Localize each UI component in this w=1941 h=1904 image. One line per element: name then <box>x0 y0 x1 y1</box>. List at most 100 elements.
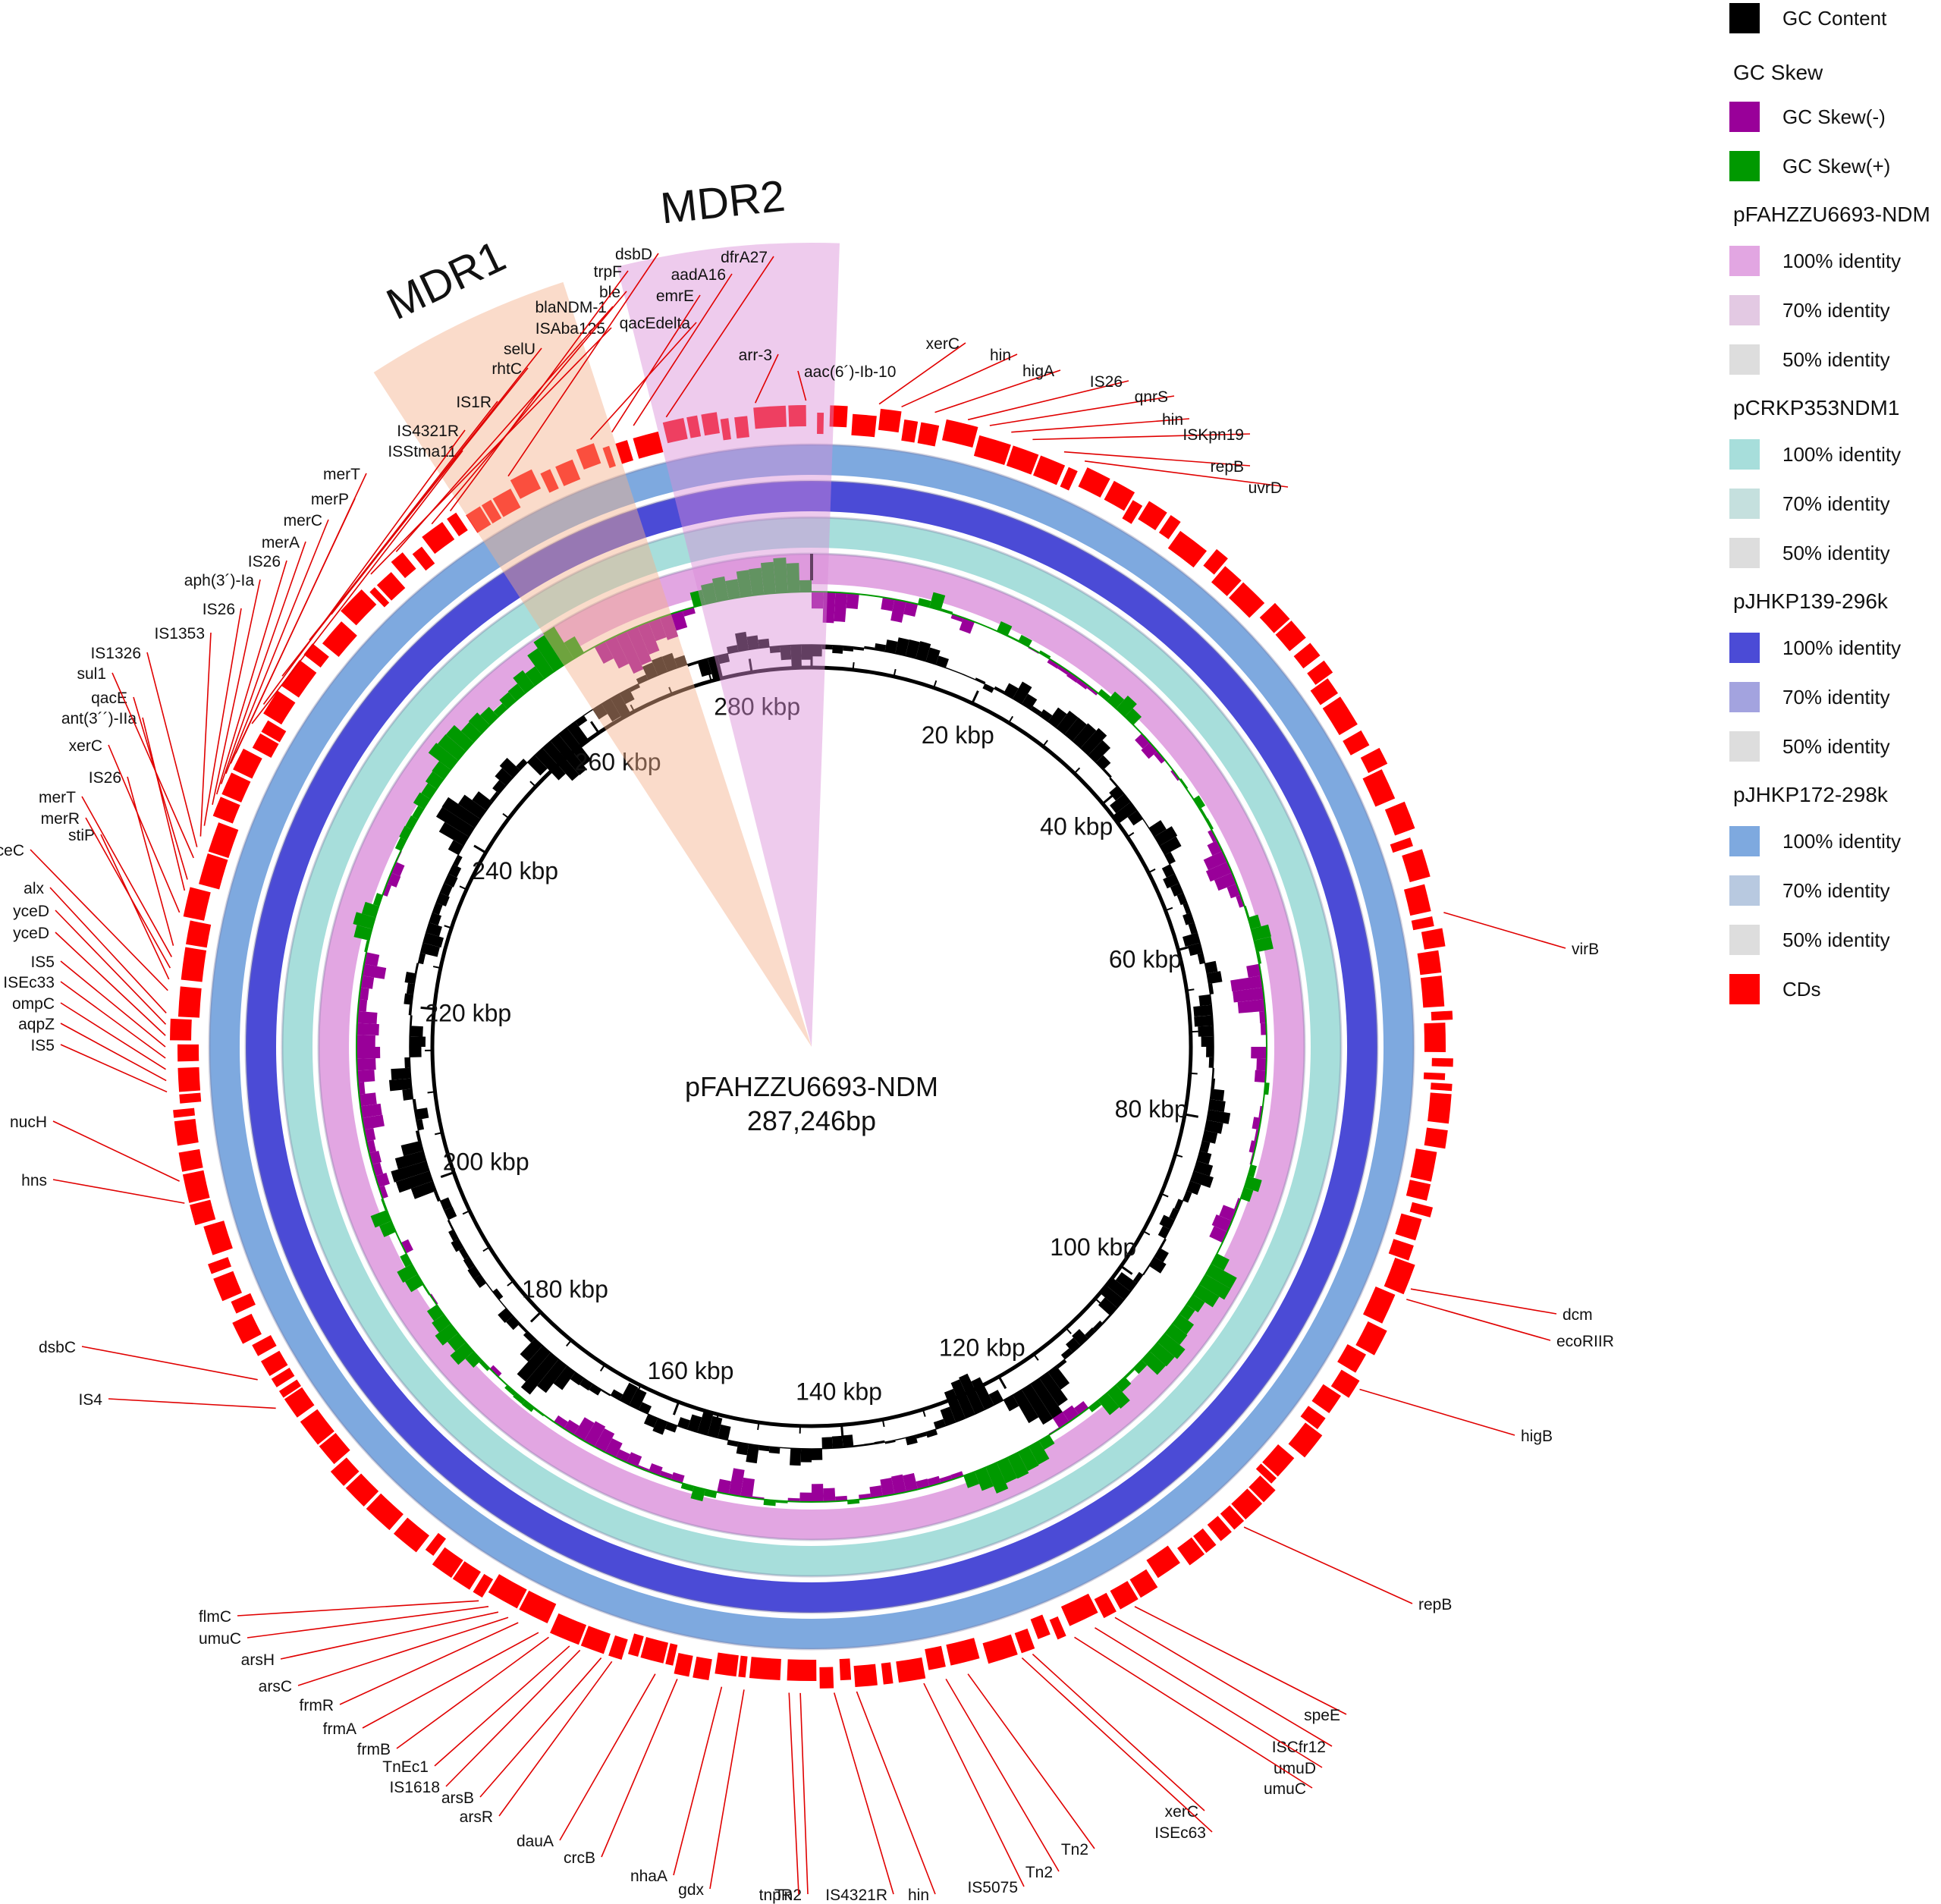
gc-skew-bar <box>615 630 644 674</box>
gc-skew-bar <box>963 1472 980 1488</box>
gene-leader <box>60 960 166 1048</box>
scale-tick <box>636 1384 642 1393</box>
gc-content-bar <box>1013 1389 1039 1424</box>
gc-skew-bar <box>700 583 718 605</box>
cds-feature <box>829 405 848 428</box>
gc-content-bar <box>489 791 500 803</box>
plasmid-name: pFAHZZU6693-NDM <box>685 1071 938 1102</box>
gc-skew-bar <box>405 815 418 830</box>
gene-leader <box>133 696 188 880</box>
gene-label: repB <box>1418 1596 1452 1613</box>
legend-label: 50% identity <box>1782 734 1890 758</box>
cds-feature <box>1409 1202 1434 1217</box>
cds-feature <box>1207 1516 1232 1541</box>
gc-content-bar <box>636 674 649 684</box>
gc-skew-bar <box>394 837 407 851</box>
gc-skew-bar <box>689 589 705 608</box>
gene-leader <box>215 560 287 795</box>
scale-tick <box>997 1375 1007 1390</box>
cds-feature <box>422 522 455 555</box>
cds-feature <box>1405 1180 1431 1201</box>
gc-content-bar <box>1039 709 1053 722</box>
gc-skew-bar <box>564 636 584 659</box>
gc-content-bar <box>736 1442 749 1456</box>
cds-feature <box>170 1018 192 1041</box>
gc-content-bar <box>438 822 470 846</box>
gene-label: virB <box>1572 941 1599 958</box>
gene-leader <box>203 608 242 826</box>
gc-skew-bar <box>1142 1351 1166 1375</box>
gc-skew-bar <box>1209 1226 1228 1243</box>
gc-content-bar <box>429 913 442 926</box>
legend-item: GC Content <box>1729 3 1886 33</box>
gc-skew-bar <box>360 976 375 989</box>
gc-skew-bar <box>1211 1214 1233 1233</box>
legend-label: 50% identity <box>1782 347 1890 371</box>
gene-label: ISKpn19 <box>1183 426 1244 444</box>
gene-label: IS4321R <box>825 1887 887 1904</box>
gc-content-bar <box>629 1388 647 1410</box>
gene-label: qacE <box>91 690 127 707</box>
legend-label: 70% identity <box>1782 878 1890 902</box>
gc-content-bar <box>1039 1371 1068 1406</box>
region-mdr2 <box>617 243 840 1047</box>
cds-feature <box>901 419 919 443</box>
legend-swatch <box>1729 344 1760 375</box>
gene-label: IS26 <box>203 601 235 618</box>
gc-content-bar <box>905 1434 918 1446</box>
gene-leader <box>199 632 212 837</box>
gc-content-bar <box>1073 723 1097 749</box>
gc-content-bar <box>726 645 739 654</box>
gc-skew-bar <box>1074 1401 1089 1415</box>
gc-skew-bar <box>1179 1304 1195 1321</box>
legend-label: 50% identity <box>1782 541 1890 564</box>
gc-content-bar <box>674 655 688 668</box>
gc-skew-bar <box>1088 1400 1102 1412</box>
cds-feature <box>819 1667 834 1689</box>
gene-leader <box>878 342 966 405</box>
gc-content-bar <box>435 806 475 837</box>
scale-tick <box>432 966 441 969</box>
cds-feature <box>1424 1023 1446 1052</box>
cds-feature <box>608 1635 628 1661</box>
gc-skew-bar <box>468 712 490 734</box>
gene-leader <box>81 796 172 957</box>
gc-content-bar <box>499 758 520 778</box>
cds-feature <box>1424 1127 1448 1149</box>
gc-skew-bar <box>533 635 564 672</box>
gc-content-bar <box>1030 705 1042 716</box>
legend-item: GC Skew(+) <box>1729 151 1890 181</box>
gc-skew-bar <box>1098 689 1111 701</box>
scale-tick <box>748 658 753 673</box>
gc-content-bar <box>394 1151 426 1170</box>
cds-feature <box>1110 1581 1139 1610</box>
gc-skew-bar <box>450 1342 474 1365</box>
scale-tick <box>1186 988 1195 991</box>
legend-item: 50% identity <box>1729 731 1890 762</box>
cds-feature <box>917 422 940 447</box>
cds-feature <box>839 1658 852 1681</box>
scale-tick <box>668 687 673 695</box>
gc-skew-bar <box>356 1047 381 1059</box>
gc-skew-bar <box>929 592 946 611</box>
gc-content-track <box>388 631 1231 1466</box>
cds-feature <box>633 431 664 459</box>
gene-leader <box>673 1686 723 1876</box>
gene-label: ant(3´´)-IIa <box>61 710 137 727</box>
gene-label: tnpR <box>759 1887 793 1904</box>
scale-tick <box>420 1006 435 1010</box>
gc-content-bar <box>579 1378 593 1391</box>
cds-feature <box>1310 678 1339 705</box>
cds-feature <box>1431 1057 1453 1067</box>
gc-content-bar <box>812 645 822 657</box>
legend-swatch <box>1729 151 1760 181</box>
cds-feature <box>693 1656 712 1681</box>
gc-skew-bar <box>1086 685 1098 696</box>
gc-content-bar <box>687 1414 702 1433</box>
scale-tick <box>852 661 855 671</box>
cds-feature <box>174 1119 199 1146</box>
cds-feature <box>602 445 617 469</box>
gc-skew-bar <box>1157 1333 1186 1359</box>
gene-leader <box>507 253 659 477</box>
gc-content-bar <box>1198 1026 1214 1037</box>
